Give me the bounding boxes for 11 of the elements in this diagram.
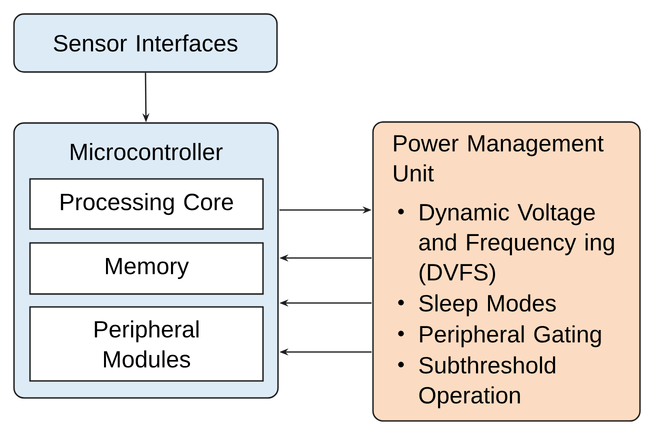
box-title: Microcontroller bbox=[70, 142, 223, 160]
box-title: Power Management Unit bbox=[394, 135, 604, 182]
component-box: Processing Core bbox=[29, 178, 264, 230]
list-item: Subthreshold Operation bbox=[419, 356, 556, 408]
list-item: Sleep Modes bbox=[419, 294, 556, 316]
info-panel bbox=[372, 121, 641, 422]
input-box: Sensor Interfaces bbox=[13, 13, 278, 73]
list-item: Dynamic Voltage and Frequency ing (DVFS) bbox=[419, 203, 614, 286]
list-item: Peripheral Gating bbox=[420, 325, 601, 348]
component-box: Memory bbox=[29, 242, 264, 295]
component-box: Peripheral Modules bbox=[29, 306, 264, 382]
